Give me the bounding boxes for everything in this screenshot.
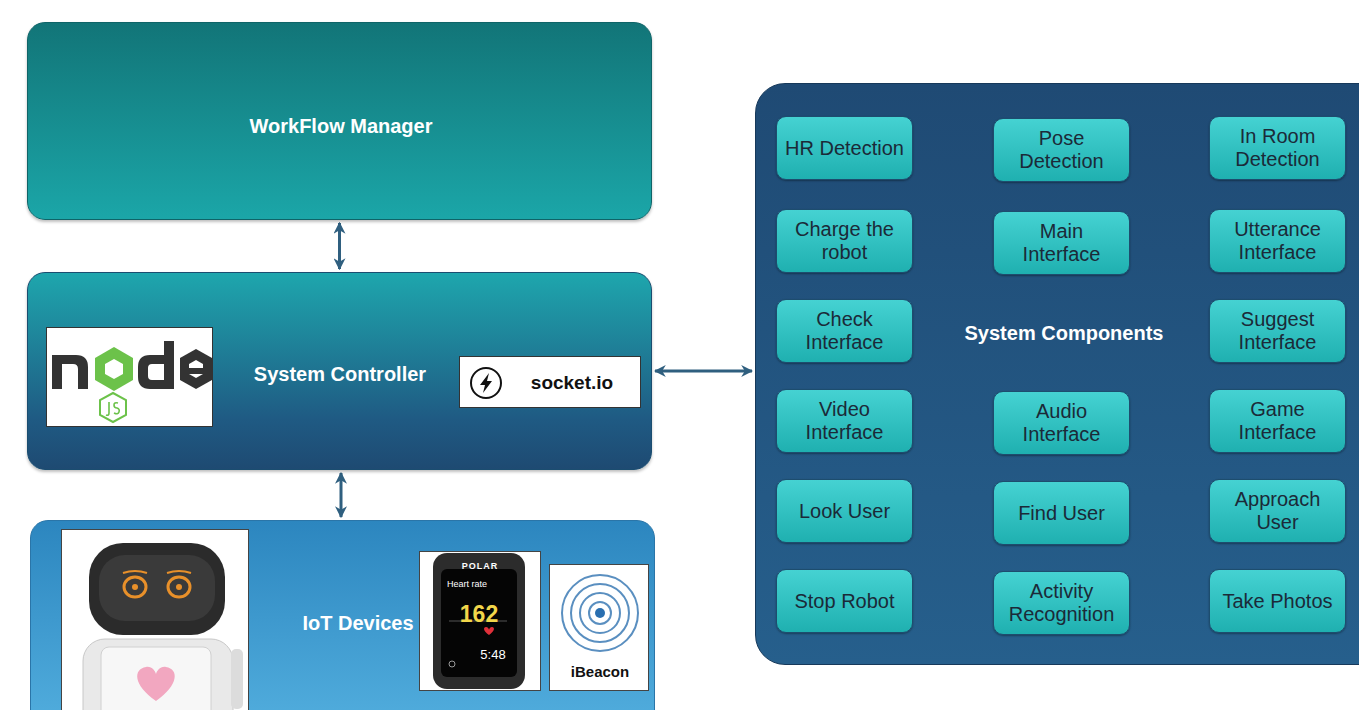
heart-rate-value: 162	[460, 601, 498, 628]
component-box: Check Interface	[776, 299, 913, 363]
logo-label: socket.io	[531, 372, 613, 394]
component-label: Video Interface	[783, 398, 906, 444]
component-box: Approach User	[1209, 479, 1346, 543]
component-box: Main Interface	[993, 211, 1130, 275]
component-label: Check Interface	[783, 308, 906, 354]
beacon-icon	[558, 571, 642, 655]
component-box: HR Detection	[776, 116, 913, 180]
watch-brand: POLAR	[462, 561, 499, 571]
component-box: Pose Detection	[993, 118, 1130, 182]
component-box: Stop Robot	[776, 569, 913, 633]
socketio-icon	[468, 365, 504, 401]
component-box: Find User	[993, 481, 1130, 545]
workflow-band: WorkFlow Manager	[27, 22, 652, 220]
socketio-logo-box: socket.io	[459, 356, 641, 408]
watch-caption: Heart rate	[447, 579, 487, 589]
component-label: Audio Interface	[1000, 400, 1123, 446]
component-box: Suggest Interface	[1209, 299, 1346, 363]
component-label: Find User	[1018, 502, 1105, 525]
component-box: Charge the robot	[776, 209, 913, 273]
connector-arrow	[655, 370, 752, 373]
component-label: HR Detection	[785, 137, 904, 160]
component-label: Suggest Interface	[1216, 308, 1339, 354]
watch-time: 5:48	[480, 647, 505, 662]
component-label: In Room Detection	[1216, 125, 1339, 171]
component-label: Take Photos	[1222, 590, 1332, 613]
component-label: Look User	[799, 500, 890, 523]
component-box: Game Interface	[1209, 389, 1346, 453]
component-label: Game Interface	[1216, 398, 1339, 444]
component-box: Video Interface	[776, 389, 913, 453]
component-label: Pose Detection	[1000, 127, 1123, 173]
component-box: Activity Recognition	[993, 571, 1130, 635]
band-title: System Controller	[254, 363, 426, 386]
controller-band: System Controller socket.io	[27, 272, 652, 470]
component-label: Approach User	[1216, 488, 1339, 534]
component-label: Utterance Interface	[1216, 218, 1339, 264]
component-box: Audio Interface	[993, 391, 1130, 455]
components-panel: System Components HR Detection Pose Detect…	[755, 83, 1359, 665]
component-label: Charge the robot	[783, 218, 906, 264]
component-box: Take Photos	[1209, 569, 1346, 633]
connector-arrow	[340, 473, 343, 517]
component-box: In Room Detection	[1209, 116, 1346, 180]
ibeacon-box: iBeacon	[549, 564, 649, 691]
component-box: Utterance Interface	[1209, 209, 1346, 273]
connector-arrow	[338, 223, 341, 269]
component-label: Activity Recognition	[1000, 580, 1123, 626]
nodejs-logo	[46, 327, 213, 427]
band-title: System Components	[965, 322, 1164, 345]
robot-picture	[61, 529, 249, 710]
iot-band: IoT Devices iBeacon POLAR Heart rate 162 5:4…	[30, 520, 655, 710]
band-title: WorkFlow Manager	[250, 115, 433, 138]
band-title: IoT Devices	[302, 612, 413, 635]
component-label: Stop Robot	[794, 590, 894, 613]
logo-label: iBeacon	[571, 663, 629, 680]
component-label: Main Interface	[1000, 220, 1123, 266]
component-box: Look User	[776, 479, 913, 543]
